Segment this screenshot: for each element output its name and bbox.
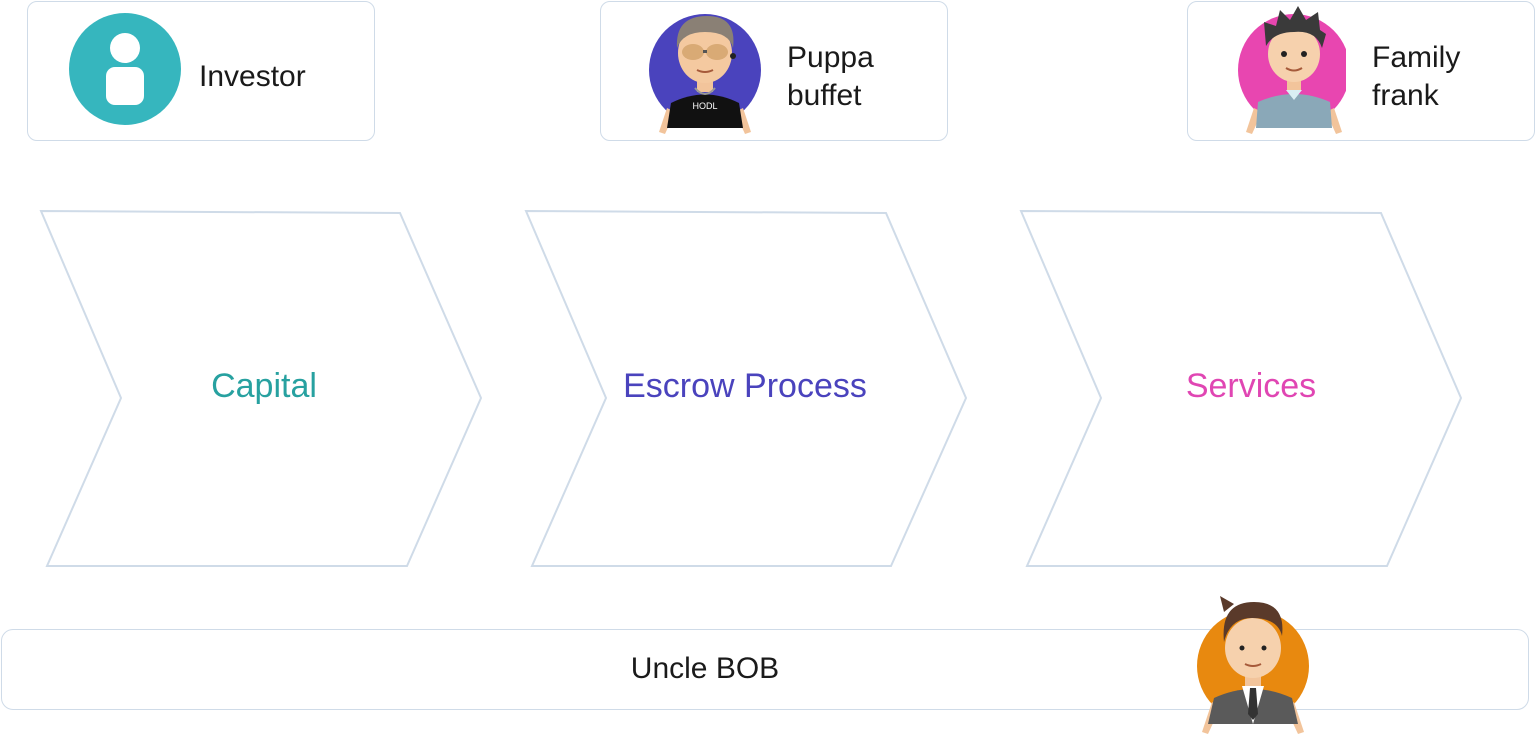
stage-label-escrow-process: Escrow Process (623, 367, 867, 405)
uncle-bob-avatar-icon (1197, 596, 1309, 734)
family-frank-label: Family frank (1372, 41, 1461, 112)
hodl-shirt-text: HODL (692, 101, 717, 111)
puppa-buffet-label: Puppa buffet (787, 41, 874, 112)
persona-card-investor: Investor (27, 1, 375, 141)
chevron-services (1019, 209, 1463, 567)
person-icon (69, 13, 181, 125)
persona-card-puppa-buffet: HODL Puppa buffet (600, 1, 948, 141)
uncle-bob-label: Uncle BOB (630, 652, 780, 685)
puppa-buffet-avatar-icon: HODL (649, 14, 761, 134)
chevron-capital (39, 209, 483, 567)
family-frank-avatar-icon (1238, 6, 1346, 134)
persona-card-family-frank: Family frank (1187, 1, 1535, 141)
stage-label-capital: Capital (211, 367, 317, 405)
investor-label: Investor (199, 60, 306, 93)
chevron-escrow (524, 209, 968, 567)
stage-label-services: Services (1185, 367, 1317, 405)
